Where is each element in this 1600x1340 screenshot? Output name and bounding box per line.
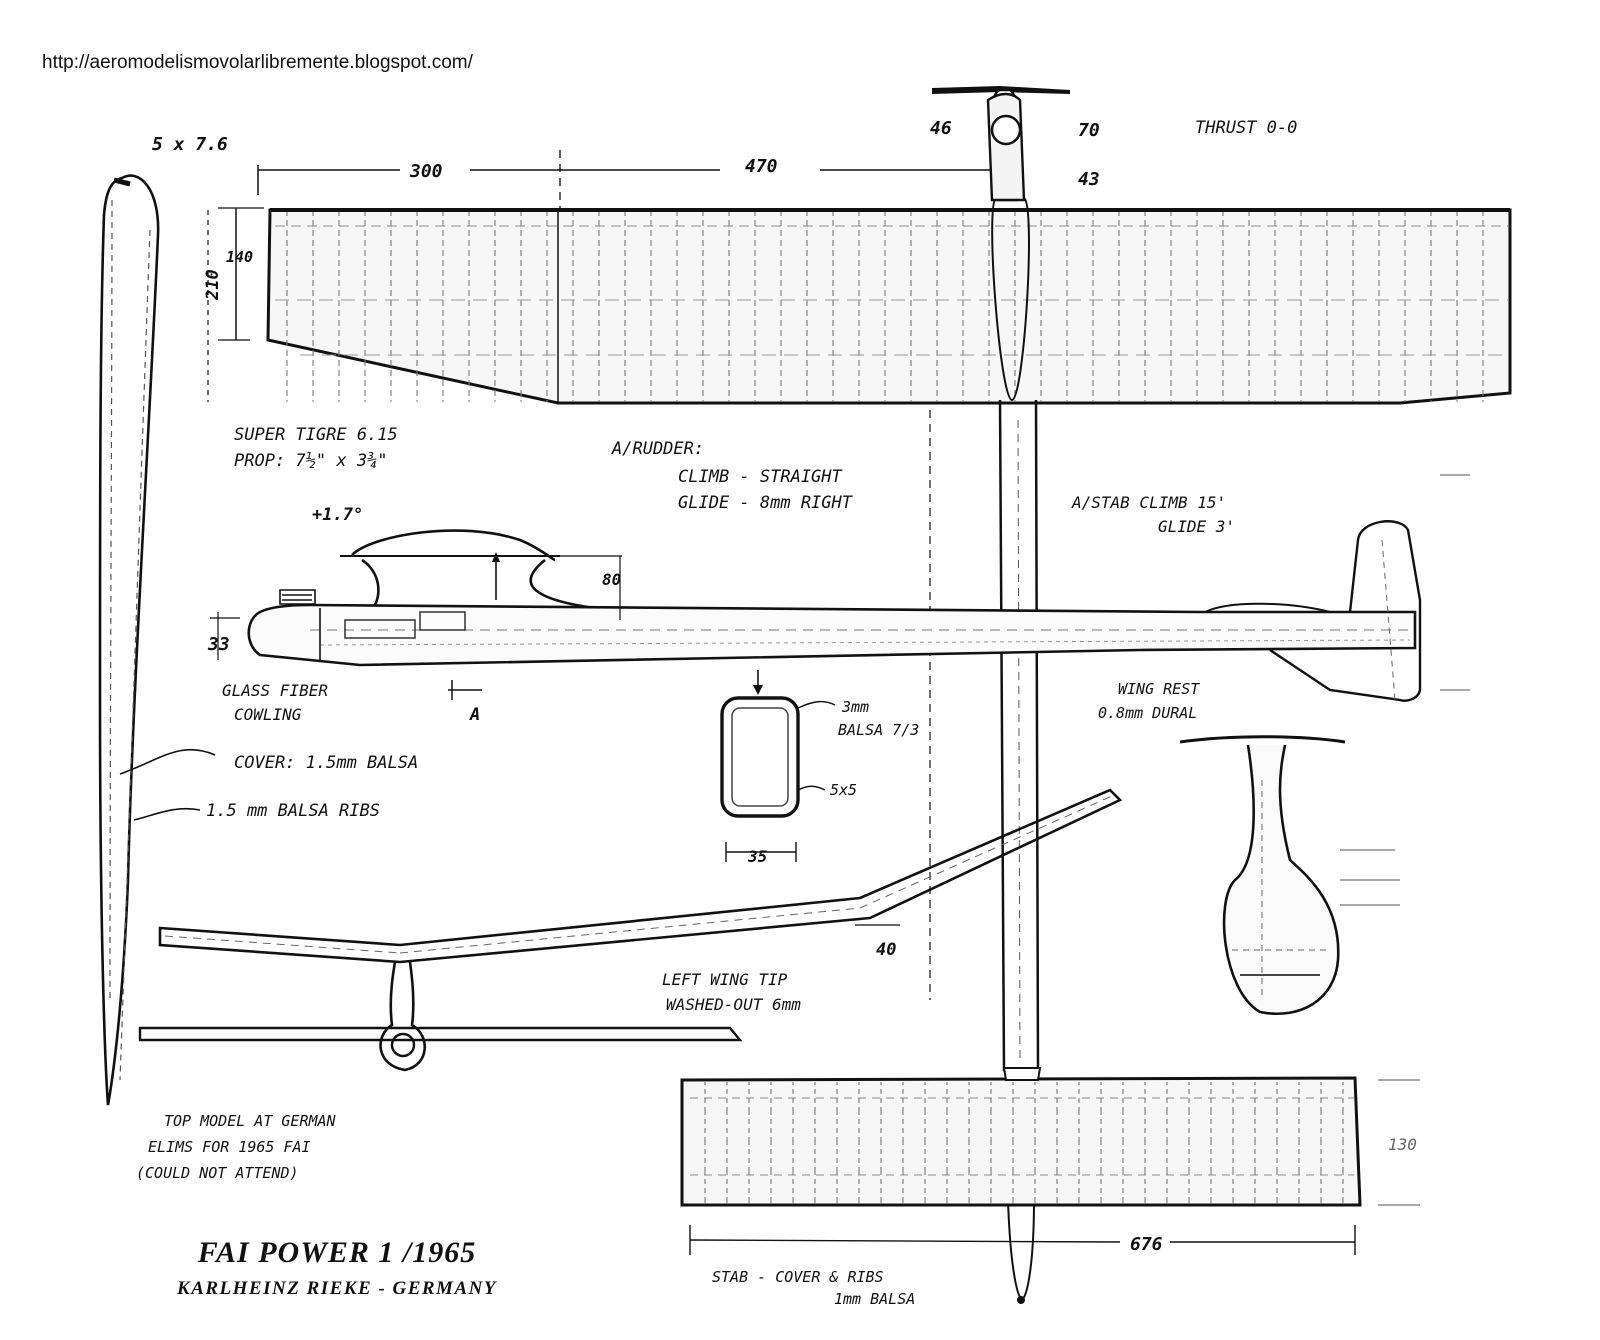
span-inner-label: 300 bbox=[409, 161, 443, 182]
nose-width-label: 43 bbox=[1078, 169, 1100, 190]
fuselage-side-view bbox=[210, 474, 1470, 702]
drawing-author: KARLHEINZ RIEKE - GERMANY bbox=[177, 1278, 497, 1299]
wing-rest-label-2: 0.8mm DURAL bbox=[1098, 704, 1197, 722]
chord-tip-label: 140 bbox=[226, 248, 253, 266]
cowling-label-1: GLASS FIBER bbox=[222, 681, 328, 700]
nose-left-label: 46 bbox=[930, 118, 952, 139]
stab-cover-label-1: STAB - COVER & RIBS bbox=[712, 1268, 884, 1286]
span-outer-label: 470 bbox=[745, 156, 778, 177]
ribs-label: 1.5 mm BALSA RIBS bbox=[206, 801, 380, 821]
rudder-climb: CLIMB - STRAIGHT bbox=[678, 467, 844, 487]
note-line-2: ELIMS FOR 1965 FAI bbox=[148, 1138, 311, 1156]
washout-label-2: WASHED-OUT 6mm bbox=[666, 995, 801, 1014]
stab-cover-label-2: 1mm BALSA bbox=[834, 1290, 915, 1308]
tip-height-label: 40 bbox=[876, 940, 896, 960]
stab-chord-label: 130 bbox=[1388, 1135, 1417, 1154]
wing-planform bbox=[207, 150, 1512, 405]
wing-rest-label-1: WING REST bbox=[1118, 680, 1200, 698]
fus-section-label-2: BALSA 7/3 bbox=[838, 721, 919, 739]
fus-width-label: 35 bbox=[747, 847, 767, 866]
section-mark-label: A bbox=[469, 705, 480, 725]
fus-section-label-3: 5x5 bbox=[830, 781, 857, 799]
wing-tip-section-label: 5 x 7.6 bbox=[152, 134, 228, 155]
incidence-label: +1.7° bbox=[312, 505, 363, 525]
washout-label-1: LEFT WING TIP bbox=[662, 970, 788, 989]
rudder-glide: GLIDE - 8mm RIGHT bbox=[678, 493, 854, 513]
source-url: http://aeromodelismovolarlibremente.blog… bbox=[42, 52, 473, 73]
engine-label: SUPER TIGRE 6.15 bbox=[234, 425, 398, 445]
title-block: FAI POWER 1 /1965 KARLHEINZ RIEKE - GERM… bbox=[122, 1236, 552, 1300]
chord-root-label: 210 bbox=[203, 269, 223, 301]
prop-label: PROP: 7½" x 3¾" bbox=[234, 451, 388, 471]
rudder-title: A/RUDDER: bbox=[611, 439, 704, 459]
fus-section-label-1: 3mm bbox=[841, 698, 869, 716]
note-line-1: TOP MODEL AT GERMAN bbox=[164, 1112, 337, 1130]
pylon-height-label: 80 bbox=[602, 570, 621, 589]
stab-glide: GLIDE 3' bbox=[1158, 517, 1235, 536]
front-view bbox=[138, 788, 1123, 1072]
airfoil-section bbox=[98, 174, 160, 1106]
cowling-label-2: COWLING bbox=[234, 705, 302, 724]
stab-span-label: 676 bbox=[1130, 1234, 1163, 1255]
note-line-3: (COULD NOT ATTEND) bbox=[136, 1164, 299, 1182]
stabilizer-planform bbox=[680, 1067, 1420, 1255]
cover-label: COVER: 1.5mm BALSA bbox=[234, 753, 418, 773]
nose-right-label: 70 bbox=[1078, 120, 1100, 141]
thrust-label: THRUST 0-0 bbox=[1195, 118, 1297, 138]
wing-rest-section bbox=[1179, 735, 1400, 1016]
drawing-title: FAI POWER 1 /1965 bbox=[197, 1236, 477, 1269]
fuselage-cross-section bbox=[720, 670, 836, 862]
stab-climb: A/STAB CLIMB 15' bbox=[1071, 493, 1226, 512]
nose-height-label: 33 bbox=[207, 634, 230, 655]
